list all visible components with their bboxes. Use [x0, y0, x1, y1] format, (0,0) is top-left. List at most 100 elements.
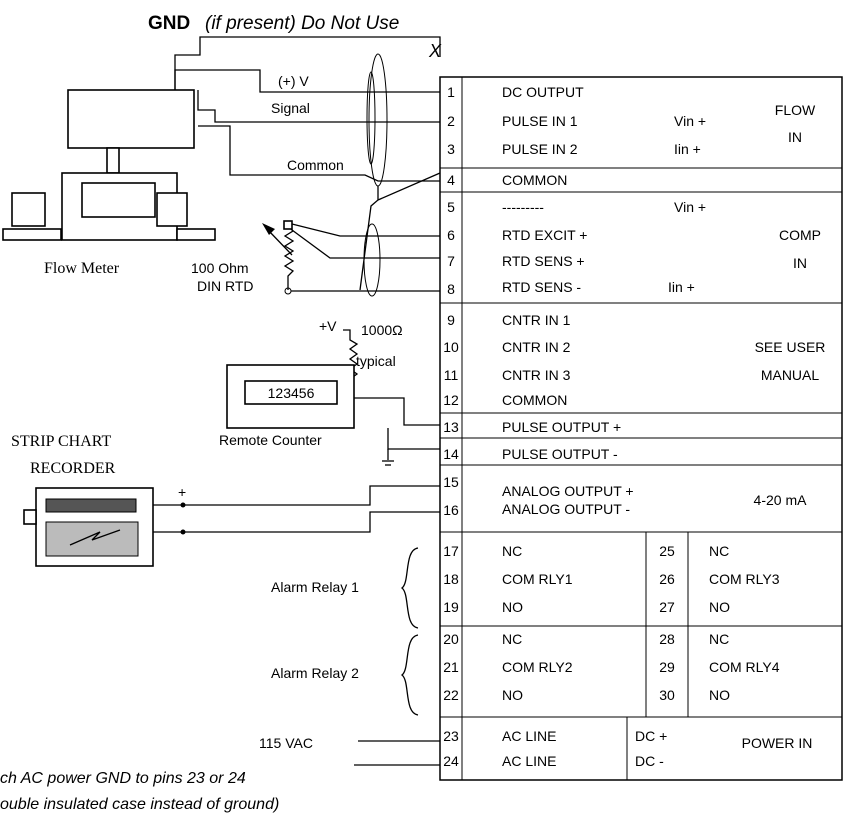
relay-label-a: NO [502, 599, 523, 615]
common-label: Common [287, 157, 344, 173]
gnd-note: (if present) Do Not Use [205, 13, 399, 34]
pin-label: PULSE OUTPUT + [502, 419, 621, 435]
flow-in-label-2: IN [788, 129, 802, 145]
power-label: AC LINE [502, 728, 556, 744]
pin-label: ANALOG OUTPUT + [502, 483, 634, 499]
power-note-2: ouble insulated case instead of ground) [0, 796, 279, 813]
vplus-label: (+) V [278, 73, 309, 89]
relay-rows: 17 NC 25 NC 18 COM RLY1 26 COM RLY3 19 N… [443, 543, 780, 703]
relay-pin-b: 30 [659, 687, 675, 703]
pin-label: COMMON [502, 172, 567, 188]
pin-label: CNTR IN 3 [502, 367, 571, 383]
pin-number: 11 [444, 367, 459, 383]
analog-range-label: 4-20 mA [754, 492, 808, 508]
signal-label: Signal [271, 100, 310, 116]
pin-number: 15 [443, 474, 459, 490]
pin-number: 1 [447, 84, 455, 100]
pin-aux: Iin + [668, 279, 695, 295]
vac-label: 115 VAC [259, 735, 313, 751]
relay-label-b: COM RLY3 [709, 571, 780, 587]
pin-label: RTD SENS + [502, 253, 585, 269]
pin-number: 8 [447, 281, 455, 297]
pin-label: PULSE IN 1 [502, 113, 578, 129]
pin-number: 5 [447, 199, 455, 215]
alarm-relay-2-label: Alarm Relay 2 [271, 665, 359, 681]
pin-number: 13 [443, 419, 459, 435]
pin-number: 16 [443, 502, 459, 518]
pin-number: 2 [447, 113, 455, 129]
pin-aux: Vin + [674, 113, 706, 129]
pin-label: PULSE IN 2 [502, 141, 578, 157]
pin-aux: Iin + [674, 141, 701, 157]
relay-label-a: COM RLY1 [502, 571, 573, 587]
remote-counter-display: 123456 [268, 385, 315, 401]
comp-in-label-2: IN [793, 255, 807, 271]
pin-aux: Vin + [674, 199, 706, 215]
relay-pin-a: 18 [443, 571, 459, 587]
rtd-label-2: DIN RTD [197, 278, 254, 294]
pin-label: DC OUTPUT [502, 84, 584, 100]
pin-label: RTD EXCIT + [502, 227, 587, 243]
relay-pin-b: 27 [659, 599, 675, 615]
power-pin: 24 [443, 753, 459, 769]
pin-label: RTD SENS - [502, 279, 581, 295]
pin-number: 7 [447, 253, 455, 269]
terminal-block [439, 76, 843, 781]
relay-pin-a: 19 [443, 599, 459, 615]
relay-pin-b: 29 [659, 659, 675, 675]
power-label: AC LINE [502, 753, 556, 769]
power-rows: 23 AC LINE DC + 24 AC LINE DC - [443, 728, 667, 769]
strip-chart-plus: + [178, 484, 186, 500]
flow-meter-label: Flow Meter [44, 260, 120, 277]
pin-label: CNTR IN 1 [502, 312, 571, 328]
comp-in-label-1: COMP [779, 227, 821, 243]
resistor-vplus: +V [319, 318, 337, 334]
flow-meter-icon [2, 89, 216, 241]
relay-label-b: NO [709, 599, 730, 615]
relay-label-a: COM RLY2 [502, 659, 573, 675]
pin-number: 12 [443, 392, 459, 408]
relay-label-b: NC [709, 543, 729, 559]
strip-chart-recorder-icon [23, 487, 154, 567]
relay-label-b: NC [709, 631, 729, 647]
pin-number: 10 [443, 339, 459, 355]
relay-label-b: COM RLY4 [709, 659, 780, 675]
pin-number: 6 [447, 227, 455, 243]
gnd-x-mark: X [428, 41, 442, 61]
rtd-label-1: 100 Ohm [191, 260, 249, 276]
strip-chart-label-2: RECORDER [30, 460, 116, 477]
relay-pin-b: 26 [659, 571, 675, 587]
strip-chart-label-1: STRIP CHART [11, 433, 111, 450]
relay-pin-b: 25 [659, 543, 675, 559]
power-pin: 23 [443, 728, 459, 744]
resistor-value: 1000Ω [361, 322, 403, 338]
pin-label: ANALOG OUTPUT - [502, 501, 630, 517]
pin-number: 4 [447, 172, 455, 188]
relay-pin-a: 20 [443, 631, 459, 647]
terminal-group-labels: FLOW IN COMP IN SEE USER MANUAL 4-20 mA … [742, 102, 826, 751]
resistor-typical: typical [356, 353, 396, 369]
power-note-1: ch AC power GND to pins 23 or 24 [0, 770, 246, 787]
gnd-label: GND [148, 13, 190, 34]
pin-label: --------- [502, 199, 544, 215]
pin-label: CNTR IN 2 [502, 339, 571, 355]
remote-counter-icon [226, 364, 355, 429]
pin-label: PULSE OUTPUT - [502, 446, 618, 462]
pin-number: 14 [443, 446, 459, 462]
relay-label-b: NO [709, 687, 730, 703]
terminal-rows: 1 DC OUTPUT 2 PULSE IN 1 Vin + 3 PULSE I… [443, 84, 706, 518]
relay-label-a: NC [502, 543, 522, 559]
relay-pin-a: 22 [443, 687, 459, 703]
power-dc: DC - [635, 753, 664, 769]
pin-label: COMMON [502, 392, 567, 408]
power-dc: DC + [635, 728, 667, 744]
relay-label-a: NO [502, 687, 523, 703]
relay-label-a: NC [502, 631, 522, 647]
pin-number: 3 [447, 141, 455, 157]
alarm-relay-1-label: Alarm Relay 1 [271, 579, 359, 595]
power-in-label: POWER IN [742, 735, 813, 751]
relay-pin-b: 28 [659, 631, 675, 647]
relay-pin-a: 17 [443, 543, 459, 559]
see-user-label-2: MANUAL [761, 367, 820, 383]
